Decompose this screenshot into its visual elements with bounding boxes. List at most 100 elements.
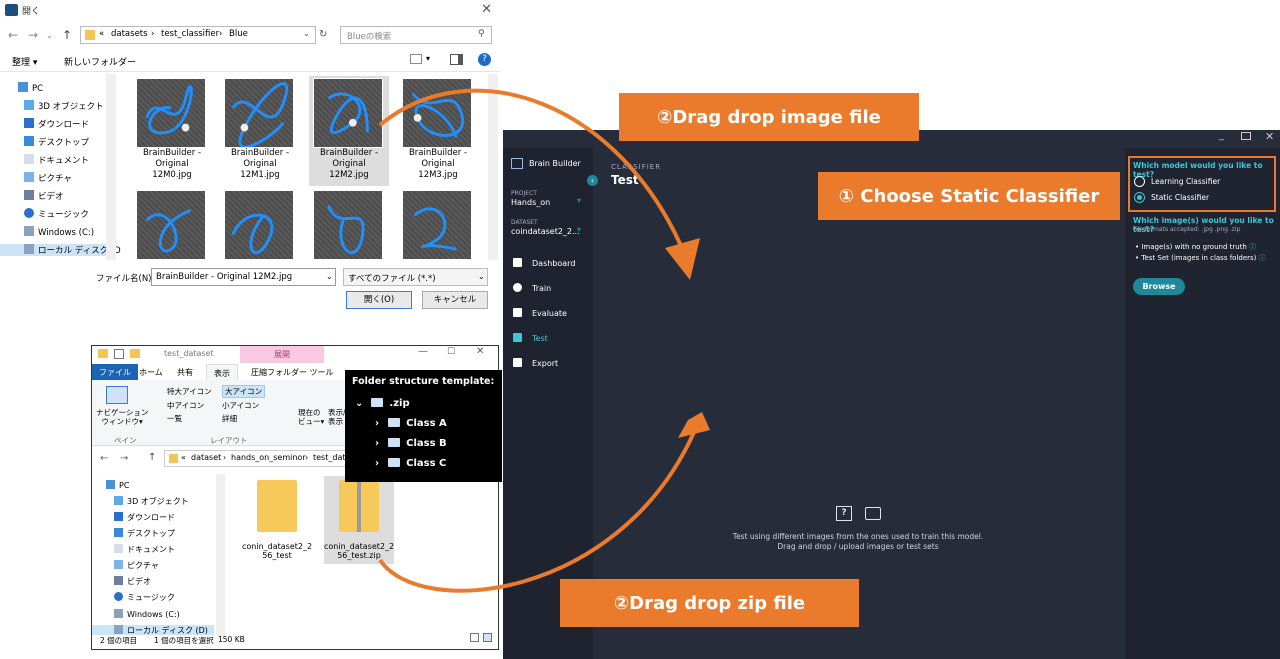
- menu-train[interactable]: Train: [513, 283, 551, 293]
- menu-evaluate[interactable]: Evaluate: [513, 308, 567, 318]
- dataset-select[interactable]: coindataset2_2...: [511, 227, 580, 236]
- browse-button[interactable]: Browse: [1133, 278, 1185, 295]
- back-icon[interactable]: ←: [100, 453, 109, 464]
- tree-item[interactable]: デスクトップ: [114, 528, 175, 539]
- icon-view-icon[interactable]: [483, 633, 492, 642]
- cable-image[interactable]: [224, 190, 294, 260]
- chevron-down-icon[interactable]: ⌄: [303, 29, 311, 39]
- close-icon[interactable]: ✕: [476, 346, 485, 357]
- help-icon[interactable]: ?: [478, 53, 491, 66]
- cable-image[interactable]: [402, 190, 472, 260]
- tree-item[interactable]: ローカル ディスク (D): [92, 625, 214, 635]
- file-item[interactable]: BrainBuilder - Original 12M1.jpg: [220, 78, 300, 181]
- tree-item[interactable]: ダウンロード: [114, 512, 175, 523]
- minimize-icon[interactable]: —: [418, 346, 428, 357]
- cable-image[interactable]: [313, 190, 383, 260]
- minimize-icon[interactable]: _: [1219, 130, 1224, 141]
- organize-button[interactable]: 整理 ▾: [12, 58, 38, 68]
- address-bar[interactable]: « datasets › test_classifier › Blue ⌄: [80, 26, 316, 44]
- chevron-down-icon[interactable]: ▾: [577, 196, 582, 205]
- tree-item[interactable]: ドキュメント: [24, 154, 89, 166]
- cable-image[interactable]: [136, 190, 206, 260]
- zip-item-selected[interactable]: conin_dataset2_2 56_test.zip: [324, 476, 394, 564]
- tree-item[interactable]: 3D オブジェクト: [114, 496, 189, 507]
- nav-pane-button[interactable]: ナビゲーション ウィンドウ▾: [96, 408, 149, 426]
- menu-dashboard[interactable]: Dashboard: [513, 258, 575, 268]
- layout-xl[interactable]: 特大アイコン: [167, 386, 212, 397]
- tab-home[interactable]: ホーム: [139, 368, 163, 377]
- address-crumb[interactable]: datasets: [111, 29, 148, 39]
- tree-item[interactable]: ローカル ディスク (D: [0, 244, 121, 256]
- cancel-button[interactable]: キャンセル: [422, 291, 488, 309]
- context-tab[interactable]: 展開: [240, 346, 324, 363]
- new-folder-button[interactable]: 新しいフォルダー: [64, 58, 137, 68]
- tree-item[interactable]: ミュージック: [114, 592, 175, 603]
- tree-item[interactable]: ピクチャ: [114, 560, 159, 571]
- chevron-down-icon[interactable]: ⌄: [478, 272, 485, 281]
- address-crumb[interactable]: dataset: [191, 453, 222, 462]
- radio-learning[interactable]: [1134, 176, 1145, 187]
- tab-compressed[interactable]: 圧縮フォルダー ツール: [251, 368, 334, 377]
- up-icon[interactable]: ↑: [62, 28, 73, 42]
- back-icon[interactable]: ←: [8, 28, 19, 42]
- tree-scrollbar[interactable]: [106, 74, 116, 260]
- chevron-down-icon[interactable]: ▾: [426, 54, 431, 63]
- tree-item[interactable]: ビデオ: [114, 576, 151, 587]
- layout-medium[interactable]: 中アイコン: [167, 400, 204, 411]
- address-crumb[interactable]: hands_on_seminor: [231, 453, 306, 462]
- tree-item[interactable]: Windows (C:): [114, 609, 180, 619]
- collapse-icon[interactable]: ‹: [587, 175, 598, 186]
- menu-export[interactable]: Export: [513, 358, 558, 368]
- info-icon[interactable]: ⓘ: [1258, 254, 1266, 262]
- chevron-down-icon[interactable]: ⌄: [46, 31, 53, 40]
- address-crumb[interactable]: test_classifier: [161, 29, 220, 39]
- layout-details[interactable]: 詳細: [222, 413, 237, 424]
- preview-pane-icon[interactable]: [450, 54, 463, 65]
- close-icon[interactable]: ✕: [1265, 130, 1275, 143]
- search-icon[interactable]: ⚲: [478, 29, 485, 39]
- up-icon[interactable]: ↑: [148, 452, 157, 463]
- folder-item[interactable]: conin_dataset2_2 56_test: [242, 480, 312, 570]
- file-item[interactable]: BrainBuilder - Original 12M3.jpg: [398, 78, 478, 181]
- tree-scrollbar[interactable]: [216, 474, 225, 636]
- filetype-select[interactable]: すべてのファイル (*.*): [343, 268, 488, 286]
- tree-item-pc[interactable]: PC: [18, 82, 43, 94]
- tree-item[interactable]: Windows (C:): [24, 226, 94, 238]
- chevron-down-icon[interactable]: ▾: [577, 225, 582, 234]
- maximize-icon[interactable]: [1241, 132, 1251, 140]
- layout-small[interactable]: 小アイコン: [222, 400, 259, 411]
- tree-item[interactable]: ミュージック: [24, 208, 89, 220]
- open-button[interactable]: 開く(O): [346, 291, 412, 309]
- tab-file[interactable]: ファイル: [92, 364, 138, 381]
- address-crumb[interactable]: test_datas: [313, 453, 355, 462]
- option-learning[interactable]: Learning Classifier: [1151, 177, 1221, 186]
- tree-item[interactable]: ビデオ: [24, 190, 64, 202]
- menu-test[interactable]: Test: [513, 333, 548, 343]
- tab-view[interactable]: 表示: [206, 364, 238, 382]
- filename-input[interactable]: BrainBuilder - Original 12M2.jpg: [151, 268, 336, 286]
- tree-item-pc[interactable]: PC: [106, 480, 129, 490]
- tree-item[interactable]: 3D オブジェクト: [24, 100, 104, 112]
- show-hide-button[interactable]: 表示/ 表示: [328, 408, 346, 426]
- layout-large[interactable]: 大アイコン: [222, 385, 266, 398]
- file-item-selected[interactable]: BrainBuilder - Original 12M2.jpg: [309, 76, 389, 186]
- details-view-icon[interactable]: [470, 633, 479, 642]
- refresh-icon[interactable]: ↻: [319, 29, 328, 40]
- maximize-icon[interactable]: ☐: [447, 347, 456, 357]
- tree-item[interactable]: ダウンロード: [24, 118, 89, 130]
- layout-list[interactable]: 一覧: [167, 413, 182, 424]
- forward-icon[interactable]: →: [120, 453, 129, 464]
- chevron-down-icon[interactable]: ⌄: [326, 272, 333, 281]
- project-select[interactable]: Hands_on: [511, 198, 551, 207]
- address-crumb[interactable]: Blue: [229, 29, 248, 39]
- tree-item[interactable]: ドキュメント: [114, 544, 175, 555]
- files-scrollbar[interactable]: [488, 74, 498, 260]
- tree-item[interactable]: デスクトップ: [24, 136, 89, 148]
- tree-item[interactable]: ピクチャ: [24, 172, 72, 184]
- current-view-button[interactable]: 現在の ビュー▾: [298, 408, 325, 426]
- file-item[interactable]: BrainBuilder - Original 12M0.jpg: [132, 78, 212, 181]
- radio-static[interactable]: [1134, 192, 1145, 203]
- forward-icon[interactable]: →: [28, 28, 39, 42]
- option-static[interactable]: Static Classifier: [1151, 193, 1210, 202]
- view-icon[interactable]: [410, 54, 422, 64]
